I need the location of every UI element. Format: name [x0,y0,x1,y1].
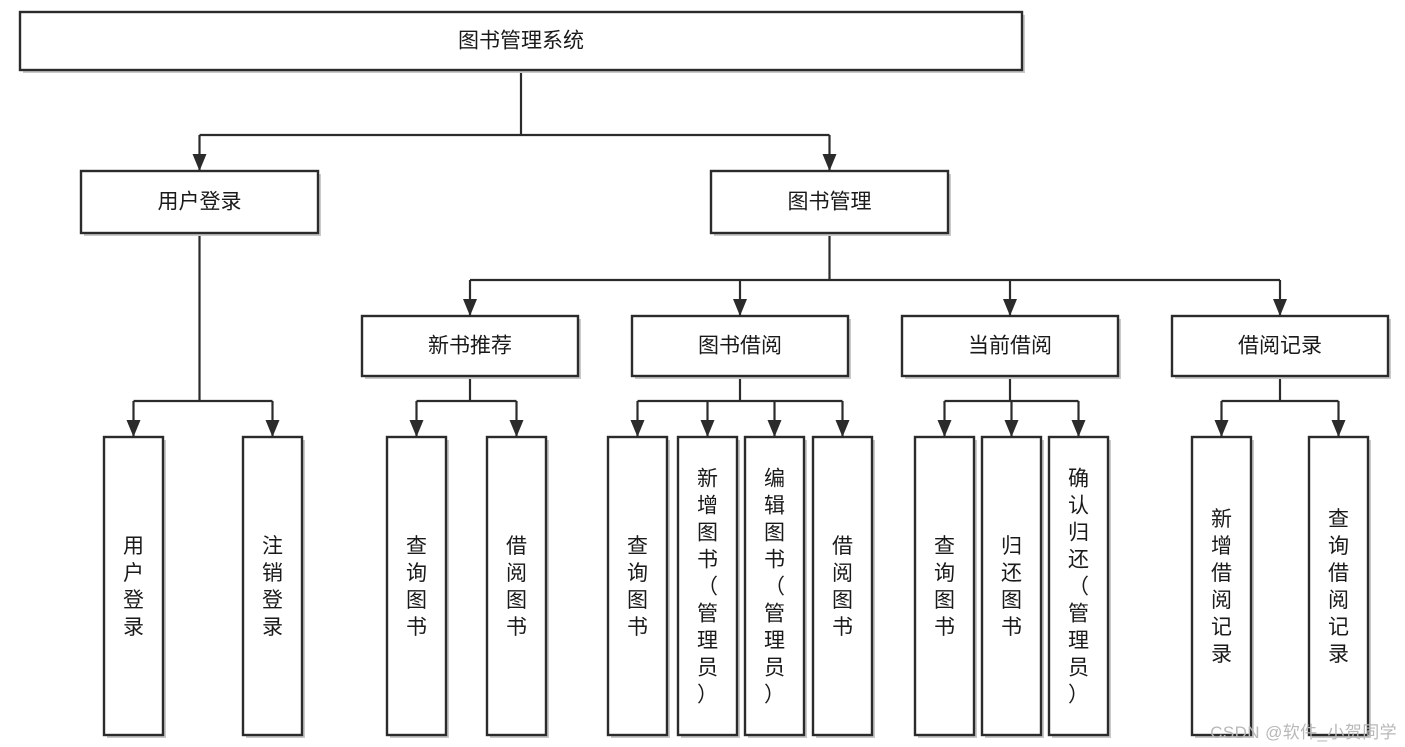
node-label: 新增图书（管理员） [697,468,718,707]
node-leaf-query-book-1[interactable]: 查询图书 [385,435,449,738]
node-box[interactable] [1307,435,1370,737]
node-leaf-edit-book[interactable]: 编辑图书（管理员） [743,435,807,738]
node-label: 借阅图书 [832,535,853,639]
node-box[interactable] [18,10,1024,72]
node-leaf-borrow-book-1[interactable]: 借阅图书 [485,435,549,738]
arrow-head [1331,420,1346,437]
edge-group-current-borrow [937,376,1086,437]
arrow-head [630,420,645,437]
node-label: 查询借阅记录 [1328,508,1349,666]
edge-group-user-login [126,233,280,437]
arrow-head [767,420,782,437]
arrow-head [265,420,280,437]
arrow-head [463,299,477,316]
node-box[interactable] [1047,435,1110,737]
arrow-head [192,154,207,171]
node-label: 查询图书 [934,535,955,639]
node-label: 用户登录 [158,191,242,214]
node-box[interactable] [811,435,874,737]
node-label: 图书借阅 [698,335,782,358]
node-label: 查询图书 [627,535,648,639]
node-leaf-return-book[interactable]: 归还图书 [980,435,1044,738]
node-user-login[interactable]: 用户登录 [79,169,321,236]
edges-layer [126,70,1346,437]
node-box[interactable] [630,314,850,378]
node-box[interactable] [980,435,1043,737]
node-leaf-add-record[interactable]: 新增借阅记录 [1190,435,1254,738]
node-label: 当前借阅 [968,335,1052,358]
node-root[interactable]: 图书管理系统 [18,10,1025,73]
node-box[interactable] [676,435,739,737]
node-borrow-record[interactable]: 借阅记录 [1170,314,1391,379]
node-leaf-add-book[interactable]: 新增图书（管理员） [676,435,740,738]
arrow-head [835,420,850,437]
node-label: 新增借阅记录 [1211,508,1232,666]
arrow-head [1003,299,1017,316]
node-box[interactable] [385,435,448,737]
node-box[interactable] [606,435,669,737]
node-box[interactable] [360,314,580,378]
edge-group-new-book-rec [409,376,524,437]
node-label: 注销登录 [262,535,283,639]
node-leaf-query-record[interactable]: 查询借阅记录 [1307,435,1371,738]
node-new-book-rec[interactable]: 新书推荐 [360,314,581,379]
node-leaf-user-login[interactable]: 用户登录 [102,435,166,738]
arrow-head [822,154,837,171]
arrow-head [1273,299,1287,316]
node-box[interactable] [102,435,165,737]
node-book-manage[interactable]: 图书管理 [709,169,951,236]
node-label: 编辑图书（管理员） [764,468,785,707]
node-box[interactable] [1190,435,1253,737]
node-label: 借阅记录 [1238,335,1322,358]
edge-group-borrow-record [1214,376,1346,437]
node-leaf-borrow-book-2[interactable]: 借阅图书 [811,435,875,738]
node-leaf-logout[interactable]: 注销登录 [241,435,305,738]
node-label: 确认归还（管理员） [1068,468,1089,707]
node-label: 用户登录 [123,535,144,639]
node-box[interactable] [79,169,320,235]
arrow-head [937,420,952,437]
nodes-layer: 图书管理系统用户登录图书管理新书推荐图书借阅当前借阅借阅记录用户登录注销登录查询… [18,10,1391,738]
arrow-head [409,420,424,437]
node-book-borrow[interactable]: 图书借阅 [630,314,851,379]
node-label: 图书管理 [788,191,872,214]
arrow-head [1071,420,1086,437]
node-label: 归还图书 [1001,535,1022,639]
arrow-head [509,420,524,437]
watermark: CSDN @软件_小贺同学 [1210,723,1397,742]
node-box[interactable] [709,169,950,235]
node-leaf-query-book-2[interactable]: 查询图书 [606,435,670,738]
node-leaf-confirm-return[interactable]: 确认归还（管理员） [1047,435,1111,738]
node-box[interactable] [1170,314,1390,378]
arrow-head [1004,420,1019,437]
arrow-head [126,420,141,437]
node-box[interactable] [241,435,304,737]
node-box[interactable] [913,435,976,737]
node-box[interactable] [485,435,548,737]
node-box[interactable] [900,314,1120,378]
node-box[interactable] [743,435,806,737]
node-current-borrow[interactable]: 当前借阅 [900,314,1121,379]
node-label: 图书管理系统 [458,30,584,53]
arrow-head [700,420,715,437]
edge-group-root [192,70,837,171]
node-label: 新书推荐 [428,335,512,358]
node-leaf-query-book-3[interactable]: 查询图书 [913,435,977,738]
edge-group-book-manage [463,233,1287,316]
edge-group-book-borrow [630,376,850,437]
node-label: 借阅图书 [506,535,527,639]
arrow-head [1214,420,1229,437]
node-label: 查询图书 [406,535,427,639]
arrow-head [733,299,747,316]
